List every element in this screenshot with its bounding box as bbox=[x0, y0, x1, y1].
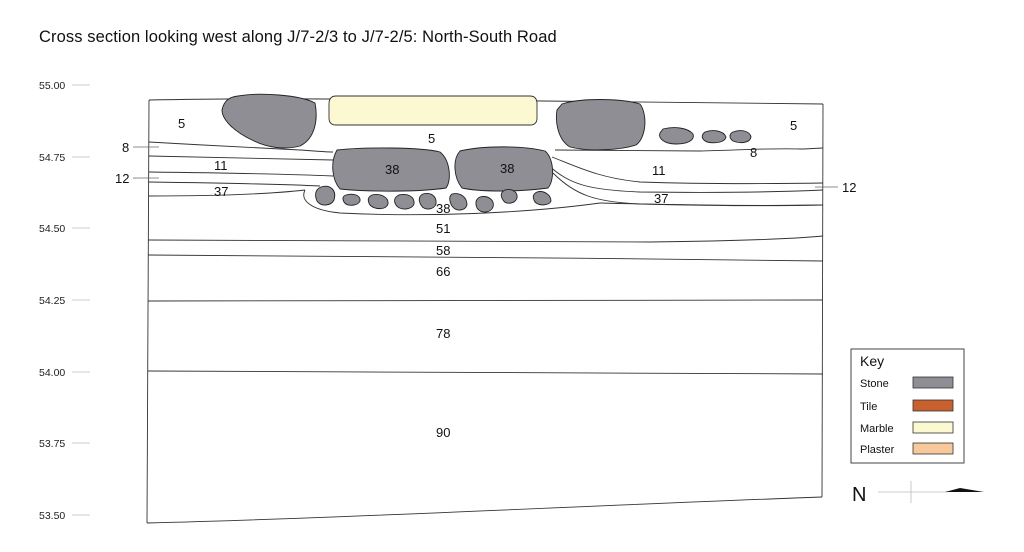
key-title: Key bbox=[860, 353, 884, 369]
context-label: 78 bbox=[436, 326, 450, 341]
context-label: 66 bbox=[436, 264, 450, 279]
stone-block bbox=[367, 194, 389, 210]
stone-block bbox=[475, 196, 494, 213]
context-label: 8 bbox=[122, 140, 129, 155]
elevation-scale: 55.00 54.75 54.50 54.25 54.00 53.75 53.5… bbox=[39, 80, 90, 522]
stone-block bbox=[556, 99, 646, 151]
context-label: 38 bbox=[500, 161, 514, 176]
stone-block bbox=[454, 146, 553, 192]
key-swatch-marble bbox=[912, 421, 954, 434]
key-label-plaster: Plaster bbox=[860, 444, 895, 456]
key-swatch-tile bbox=[912, 399, 954, 412]
context-label: 37 bbox=[214, 184, 228, 199]
stone-block bbox=[532, 191, 552, 206]
marble-slab bbox=[328, 95, 538, 126]
key-label-marble: Marble bbox=[860, 423, 894, 435]
context-labels: 5 5 5 8 8 11 11 12 12 37 37 38 38 38 51 … bbox=[115, 116, 856, 440]
stone-block bbox=[342, 193, 361, 206]
context-label: 5 bbox=[428, 131, 435, 146]
elevation-label: 54.50 bbox=[39, 223, 65, 235]
context-label: 58 bbox=[436, 243, 450, 258]
stone-block bbox=[500, 189, 518, 204]
key-label-tile: Tile bbox=[860, 401, 877, 413]
stone-block bbox=[221, 93, 317, 149]
legend-key: Key Stone Tile Marble Plaster bbox=[850, 348, 965, 464]
context-label: 38 bbox=[385, 162, 399, 177]
context-label: 37 bbox=[654, 191, 668, 206]
context-label: 5 bbox=[178, 116, 185, 131]
stone-block bbox=[315, 185, 336, 206]
stone-block bbox=[701, 130, 727, 144]
diagram-title: Cross section looking west along J/7-2/3… bbox=[39, 28, 557, 46]
north-label: N bbox=[852, 484, 866, 506]
stone-block bbox=[418, 193, 437, 210]
context-label: 11 bbox=[652, 163, 666, 178]
label-leaders bbox=[133, 146, 838, 188]
north-arrow-icon bbox=[945, 488, 984, 492]
context-label: 5 bbox=[790, 118, 797, 133]
context-label: 38 bbox=[436, 201, 450, 216]
stone-blocks bbox=[221, 93, 752, 213]
context-label: 90 bbox=[436, 425, 450, 440]
stone-block bbox=[394, 194, 415, 210]
context-label: 8 bbox=[750, 145, 757, 160]
context-label: 11 bbox=[214, 158, 228, 173]
elevation-label: 53.50 bbox=[39, 510, 65, 522]
elevation-label: 54.25 bbox=[39, 295, 65, 307]
key-label-stone: Stone bbox=[860, 378, 889, 390]
layer-boundaries bbox=[147, 141, 824, 375]
north-arrow: N bbox=[852, 481, 984, 506]
stone-block bbox=[659, 127, 694, 145]
key-swatch-plaster bbox=[912, 442, 954, 455]
context-label: 12 bbox=[842, 180, 856, 195]
stone-block bbox=[332, 147, 450, 192]
stone-block bbox=[449, 193, 468, 211]
context-label: 51 bbox=[436, 221, 450, 236]
stone-block bbox=[729, 130, 752, 144]
elevation-label: 54.00 bbox=[39, 367, 65, 379]
elevation-label: 55.00 bbox=[39, 80, 65, 92]
elevation-label: 53.75 bbox=[39, 438, 65, 450]
key-swatch-stone bbox=[912, 376, 954, 389]
context-label: 12 bbox=[115, 171, 129, 186]
elevation-label: 54.75 bbox=[39, 152, 65, 164]
